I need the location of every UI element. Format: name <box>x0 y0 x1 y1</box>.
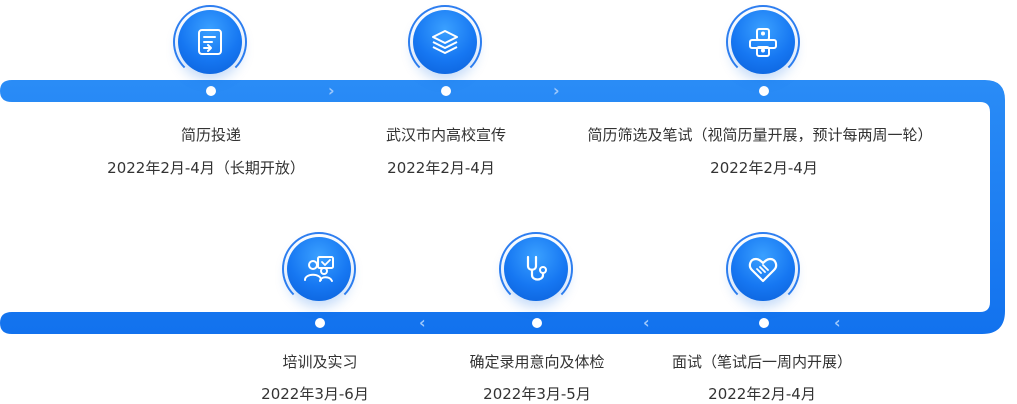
step-date: 2022年3月-5月 <box>483 385 591 403</box>
step-date: 2022年2月-4月（长期开放） <box>107 159 305 177</box>
chevron-left-icon: ‹ <box>834 313 841 332</box>
step-title: 面试（笔试后一周内开展） <box>671 353 853 371</box>
step-date: 2022年2月-4月 <box>710 159 818 177</box>
timeline-dot <box>441 86 451 96</box>
step-title: 武汉市内高校宣传 <box>385 126 507 144</box>
step-title: 简历投递 <box>180 126 242 144</box>
chevron-left-icon: ‹ <box>419 313 426 332</box>
timeline-dot <box>315 318 325 328</box>
step-date: 2022年2月-4月 <box>708 385 816 403</box>
step-date: 2022年3月-6月 <box>261 385 369 403</box>
step-title: 培训及实习 <box>282 353 358 371</box>
timeline-dot <box>206 86 216 96</box>
chevron-right-icon: › <box>328 81 335 100</box>
document-icon <box>198 29 222 55</box>
timeline-dot <box>532 318 542 328</box>
timeline-dot <box>759 318 769 328</box>
handshake-heart-icon <box>748 257 778 283</box>
layers-icon <box>432 30 458 54</box>
stethoscope-icon <box>526 255 547 281</box>
step-title: 简历筛选及笔试（视简历量开展，预计每两周一轮） <box>587 126 933 144</box>
step-date: 2022年2月-4月 <box>387 159 495 177</box>
group-training-icon <box>304 256 334 282</box>
people-screen-icon <box>749 28 777 57</box>
step-title: 确定录用意向及体检 <box>469 353 605 371</box>
chevron-right-icon: › <box>553 81 560 100</box>
chevron-left-icon: ‹ <box>643 313 650 332</box>
timeline-dot <box>759 86 769 96</box>
